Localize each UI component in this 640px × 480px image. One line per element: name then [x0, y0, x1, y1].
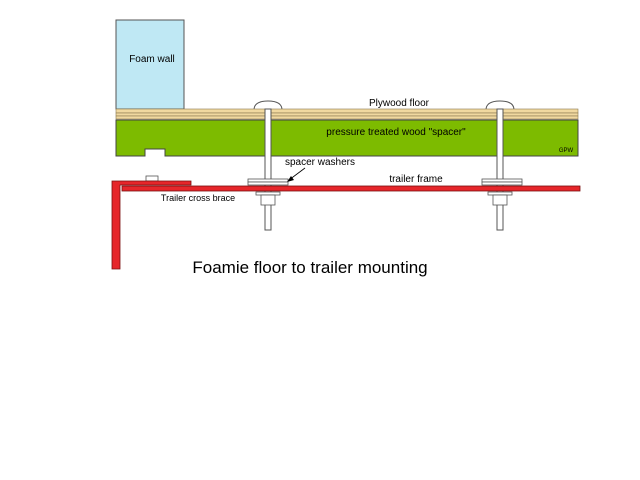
cross-brace-label: Trailer cross brace — [161, 193, 235, 203]
foam-wall — [115, 19, 185, 110]
bolt-nut-left — [255, 191, 281, 206]
plywood-floor — [115, 108, 579, 120]
spacer-washers-left — [247, 178, 289, 186]
trailer-frame-label: trailer frame — [389, 174, 443, 185]
cross-brace-block — [145, 175, 159, 182]
spacer-washers-right — [481, 178, 523, 186]
bolt-nut-right — [487, 191, 513, 206]
gpw-initials: GPW — [559, 148, 574, 154]
trailer-cross-brace — [111, 180, 192, 270]
bolt-head-left — [253, 100, 283, 111]
trailer-frame — [121, 185, 581, 192]
bolt-head-right — [485, 100, 515, 111]
bolt-shaft-left — [264, 108, 272, 231]
plywood-floor-label: Plywood floor — [369, 98, 430, 109]
foam-wall-label: Foam wall — [129, 54, 175, 65]
bolt-shaft-right — [496, 108, 504, 231]
wood-spacer — [115, 119, 579, 157]
spacer-washers-arrowhead — [287, 176, 294, 182]
wood-spacer-label: pressure treated wood "spacer" — [326, 127, 466, 138]
diagram-title: Foamie floor to trailer mounting — [192, 258, 427, 277]
spacer-washers-label: spacer washers — [285, 157, 355, 168]
